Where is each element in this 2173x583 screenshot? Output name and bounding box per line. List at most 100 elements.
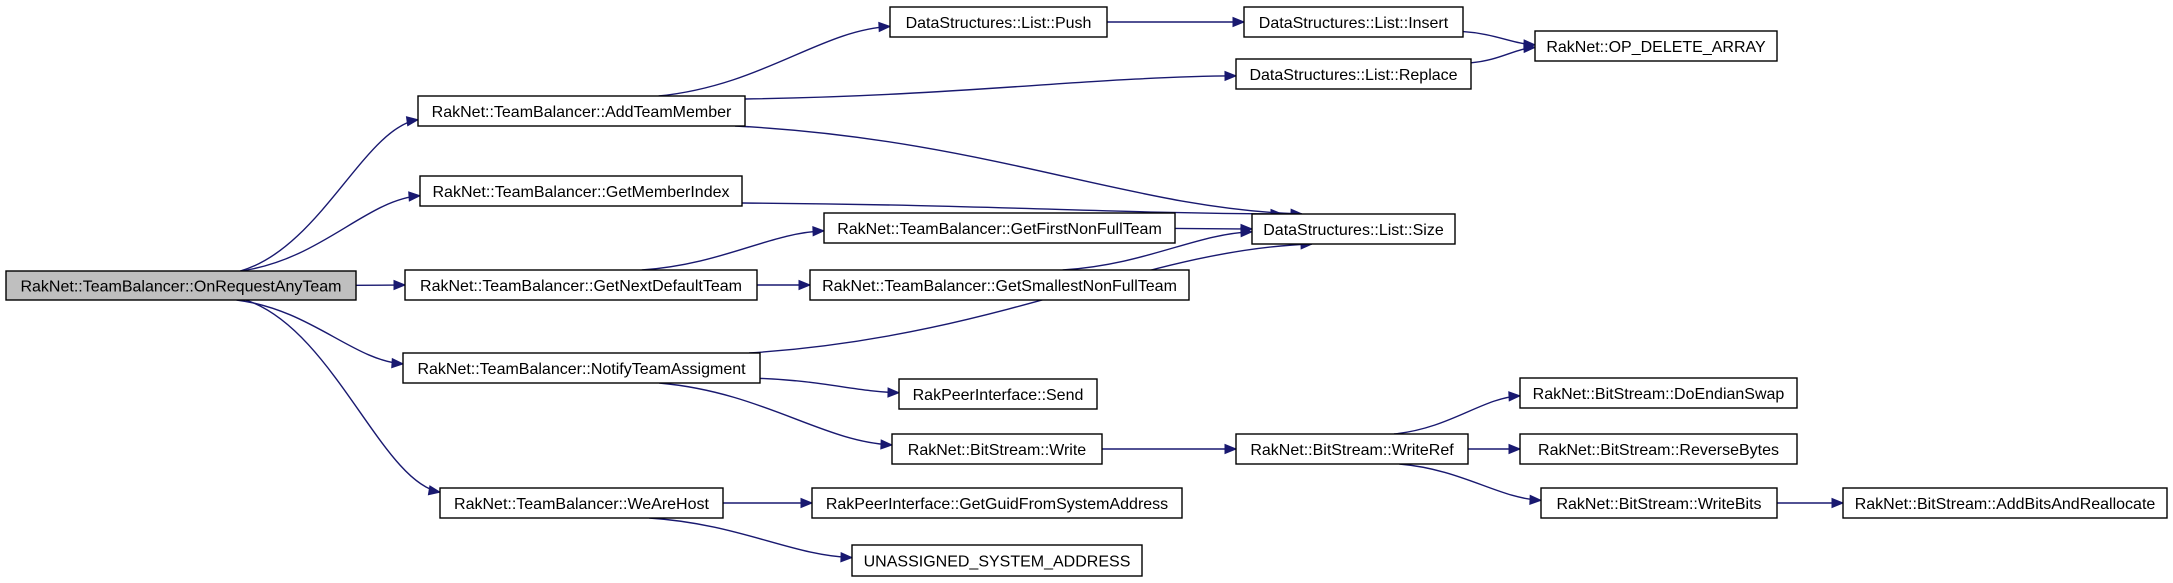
node-label: RakNet::TeamBalancer::GetSmallestNonFull… (822, 278, 1177, 295)
edge-notifyteam-to-send (759, 377, 900, 394)
node-label: RakNet::BitStream::WriteBits (1556, 496, 1761, 513)
node-box (1235, 58, 1472, 90)
edge-onrequest-to-addteammember (240, 119, 419, 272)
node-bswriteref[interactable]: RakNet::BitStream::WriteRef (1235, 433, 1469, 465)
node-listpush[interactable]: DataStructures::List::Push (889, 6, 1108, 38)
node-writebits[interactable]: RakNet::BitStream::WriteBits (1540, 487, 1778, 519)
node-label: RakNet::TeamBalancer::OnRequestAnyTeam (20, 279, 341, 296)
node-label: RakNet::TeamBalancer::GetMemberIndex (432, 184, 729, 201)
edge-addteammember-to-listsize (734, 125, 1303, 215)
node-wearehost[interactable]: RakNet::TeamBalancer::WeAreHost (439, 487, 724, 519)
arrowhead-icon (840, 552, 854, 563)
node-bswrite[interactable]: RakNet::BitStream::Write (891, 433, 1103, 465)
node-label: RakNet::OP_DELETE_ARRAY (1546, 39, 1766, 56)
node-getfirstnonfull[interactable]: RakNet::TeamBalancer::GetFirstNonFullTea… (823, 212, 1176, 244)
node-box (823, 212, 1176, 244)
edge-bswriteref-to-doendianswap (1393, 395, 1521, 435)
edge-onrequest-to-getmemberindex (240, 195, 421, 272)
arrowhead-icon (800, 497, 814, 509)
node-label: RakNet::BitStream::WriteRef (1250, 442, 1454, 459)
arrowhead-icon (427, 485, 442, 496)
node-label: RakNet::TeamBalancer::WeAreHost (454, 496, 709, 513)
arrowhead-icon (391, 357, 405, 369)
node-label: RakNet::BitStream::ReverseBytes (1538, 442, 1779, 459)
node-box (1251, 213, 1456, 245)
node-box (1519, 433, 1798, 465)
node-reversebytes[interactable]: RakNet::BitStream::ReverseBytes (1519, 433, 1798, 465)
arrowhead-icon (878, 21, 892, 33)
node-onrequest: RakNet::TeamBalancer::OnRequestAnyTeam (5, 270, 357, 301)
node-getnextdefault[interactable]: RakNet::TeamBalancer::GetNextDefaultTeam (404, 269, 758, 301)
node-notifyteam[interactable]: RakNet::TeamBalancer::NotifyTeamAssigmen… (402, 352, 761, 384)
node-label: DataStructures::List::Push (906, 15, 1092, 32)
node-label: RakNet::TeamBalancer::GetFirstNonFullTea… (837, 221, 1162, 238)
arrowhead-icon (408, 191, 422, 202)
node-box (889, 6, 1108, 38)
node-label: RakPeerInterface::Send (913, 387, 1084, 404)
node-label: RakNet::BitStream::DoEndianSwap (1533, 386, 1785, 403)
edge-getmemberindex-to-listsize (741, 202, 1283, 215)
node-box (1540, 487, 1778, 519)
node-box (1235, 433, 1469, 465)
node-label: DataStructures::List::Insert (1259, 15, 1449, 32)
node-label: DataStructures::List::Size (1263, 222, 1444, 239)
arrowhead-icon (812, 226, 826, 237)
node-box (1534, 30, 1778, 62)
arrowhead-icon (1508, 391, 1522, 402)
node-getmemberindex[interactable]: RakNet::TeamBalancer::GetMemberIndex (419, 175, 743, 207)
arrowhead-icon (1224, 70, 1238, 82)
edge-addteammember-to-listpush (658, 25, 891, 97)
node-getguid[interactable]: RakPeerInterface::GetGuidFromSystemAddre… (811, 487, 1183, 519)
node-label: RakPeerInterface::GetGuidFromSystemAddre… (826, 496, 1168, 513)
node-box (851, 544, 1143, 577)
node-box (404, 269, 758, 301)
node-getsmallestnonfull[interactable]: RakNet::TeamBalancer::GetSmallestNonFull… (809, 269, 1190, 301)
arrowhead-icon (1831, 497, 1845, 509)
node-opdelete[interactable]: RakNet::OP_DELETE_ARRAY (1534, 30, 1778, 62)
arrowhead-icon (887, 387, 901, 398)
node-box (1842, 487, 2168, 519)
edge-getsmallestnonfull-to-listsize (1062, 231, 1253, 271)
arrowhead-icon (1523, 42, 1537, 54)
node-label: RakNet::BitStream::Write (908, 442, 1087, 459)
node-listreplace[interactable]: DataStructures::List::Replace (1235, 58, 1472, 90)
arrowhead-icon (1224, 443, 1238, 455)
arrowhead-icon (880, 439, 894, 450)
node-listsize[interactable]: DataStructures::List::Size (1251, 213, 1456, 245)
arrowhead-icon (1529, 494, 1543, 506)
node-send[interactable]: RakPeerInterface::Send (898, 378, 1098, 410)
arrowhead-icon (1508, 443, 1522, 455)
arrowhead-icon (1232, 16, 1246, 28)
node-addteammember[interactable]: RakNet::TeamBalancer::AddTeamMember (417, 95, 746, 127)
arrowhead-icon (393, 279, 407, 291)
node-box (891, 433, 1103, 465)
node-box (402, 352, 761, 384)
edge-getnextdefault-to-getfirstnonfull (641, 230, 825, 271)
arrowhead-icon (798, 279, 812, 291)
node-box (811, 487, 1183, 519)
node-box (419, 175, 743, 207)
node-label: DataStructures::List::Replace (1249, 67, 1457, 84)
edge-bswriteref-to-writebits (1399, 463, 1542, 501)
node-listinsert[interactable]: DataStructures::List::Insert (1243, 6, 1464, 38)
arrowhead-icon (1240, 226, 1254, 238)
node-label: UNASSIGNED_SYSTEM_ADDRESS (864, 554, 1131, 571)
edge-onrequest-to-wearehost (245, 299, 441, 493)
node-label: RakNet::TeamBalancer::GetNextDefaultTeam (420, 278, 742, 295)
node-label: RakNet::TeamBalancer::NotifyTeamAssigmen… (417, 361, 746, 378)
node-addbits[interactable]: RakNet::BitStream::AddBitsAndReallocate (1842, 487, 2168, 519)
node-box (417, 95, 746, 127)
node-box (809, 269, 1190, 301)
node-label: RakNet::TeamBalancer::AddTeamMember (432, 104, 732, 121)
edge-wearehost-to-unassigned (649, 517, 853, 559)
node-doendianswap[interactable]: RakNet::BitStream::DoEndianSwap (1519, 377, 1798, 409)
node-box (439, 487, 724, 519)
node-box (1243, 6, 1464, 38)
node-box (5, 270, 357, 301)
nodes-layer: RakNet::TeamBalancer::OnRequestAnyTeamRa… (5, 6, 2168, 577)
edge-onrequest-to-notifyteam (236, 299, 404, 365)
arrowhead-icon (405, 116, 420, 127)
node-unassigned[interactable]: UNASSIGNED_SYSTEM_ADDRESS (851, 544, 1143, 577)
edge-addteammember-to-listreplace (744, 75, 1237, 100)
